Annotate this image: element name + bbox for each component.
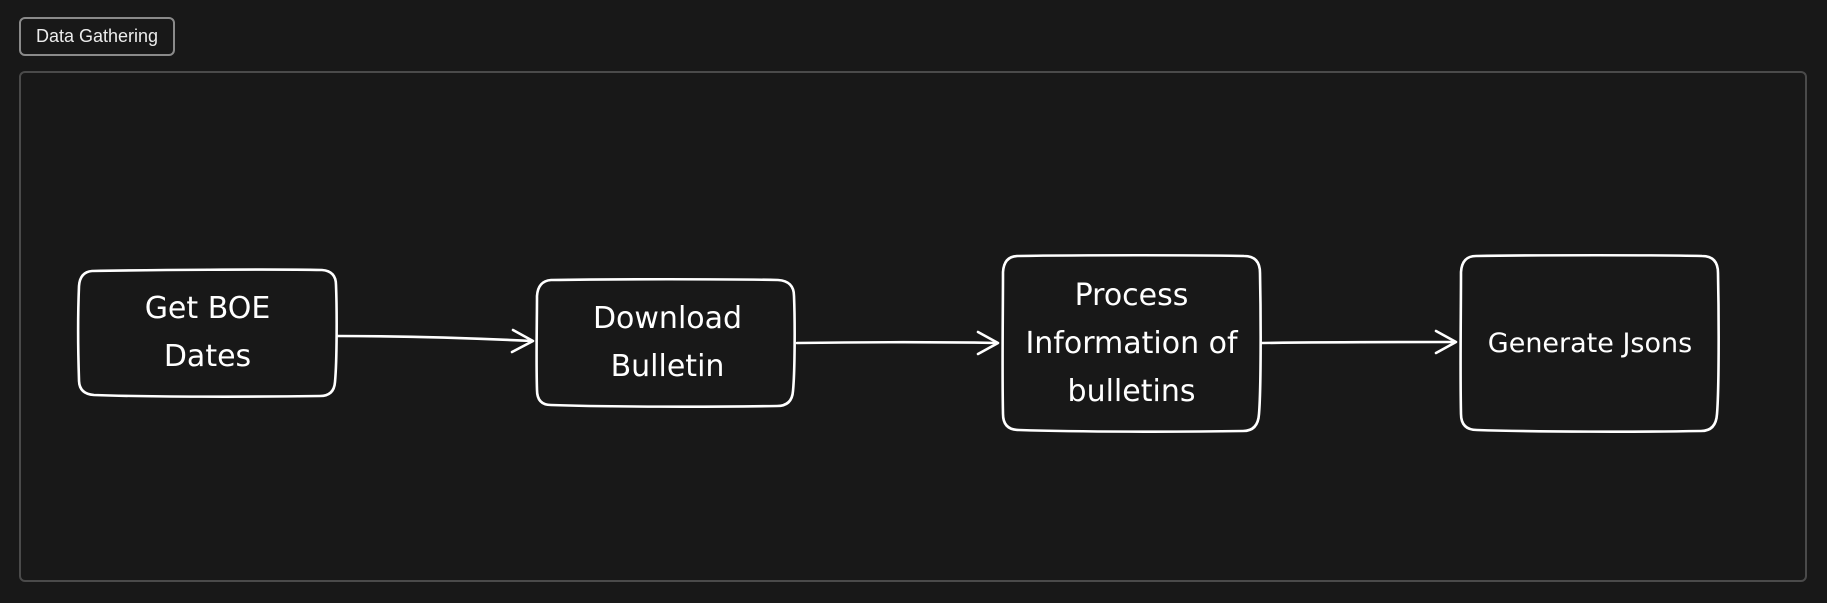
frame-label[interactable]: Data Gathering: [19, 17, 175, 56]
node-label-process-information: Process Information of bulletins: [1025, 277, 1238, 409]
node-label-generate-jsons: Generate Jsons: [1487, 327, 1693, 359]
node-box-download-bulletin[interactable]: [535, 277, 796, 408]
node-box-process-information[interactable]: [1001, 253, 1262, 433]
frame-data-gathering[interactable]: [19, 71, 1807, 582]
node-label-download-bulletin: Download Bulletin: [592, 301, 743, 384]
node-box-generate-jsons[interactable]: [1459, 253, 1720, 433]
arrow-get-dates-to-download[interactable]: [336, 328, 535, 354]
node-box-get-boe-dates[interactable]: [76, 268, 338, 398]
arrow-download-to-process[interactable]: [795, 330, 1000, 356]
arrow-process-to-generate[interactable]: [1260, 329, 1458, 355]
node-label-get-boe-dates: Get BOE Dates: [144, 291, 271, 374]
